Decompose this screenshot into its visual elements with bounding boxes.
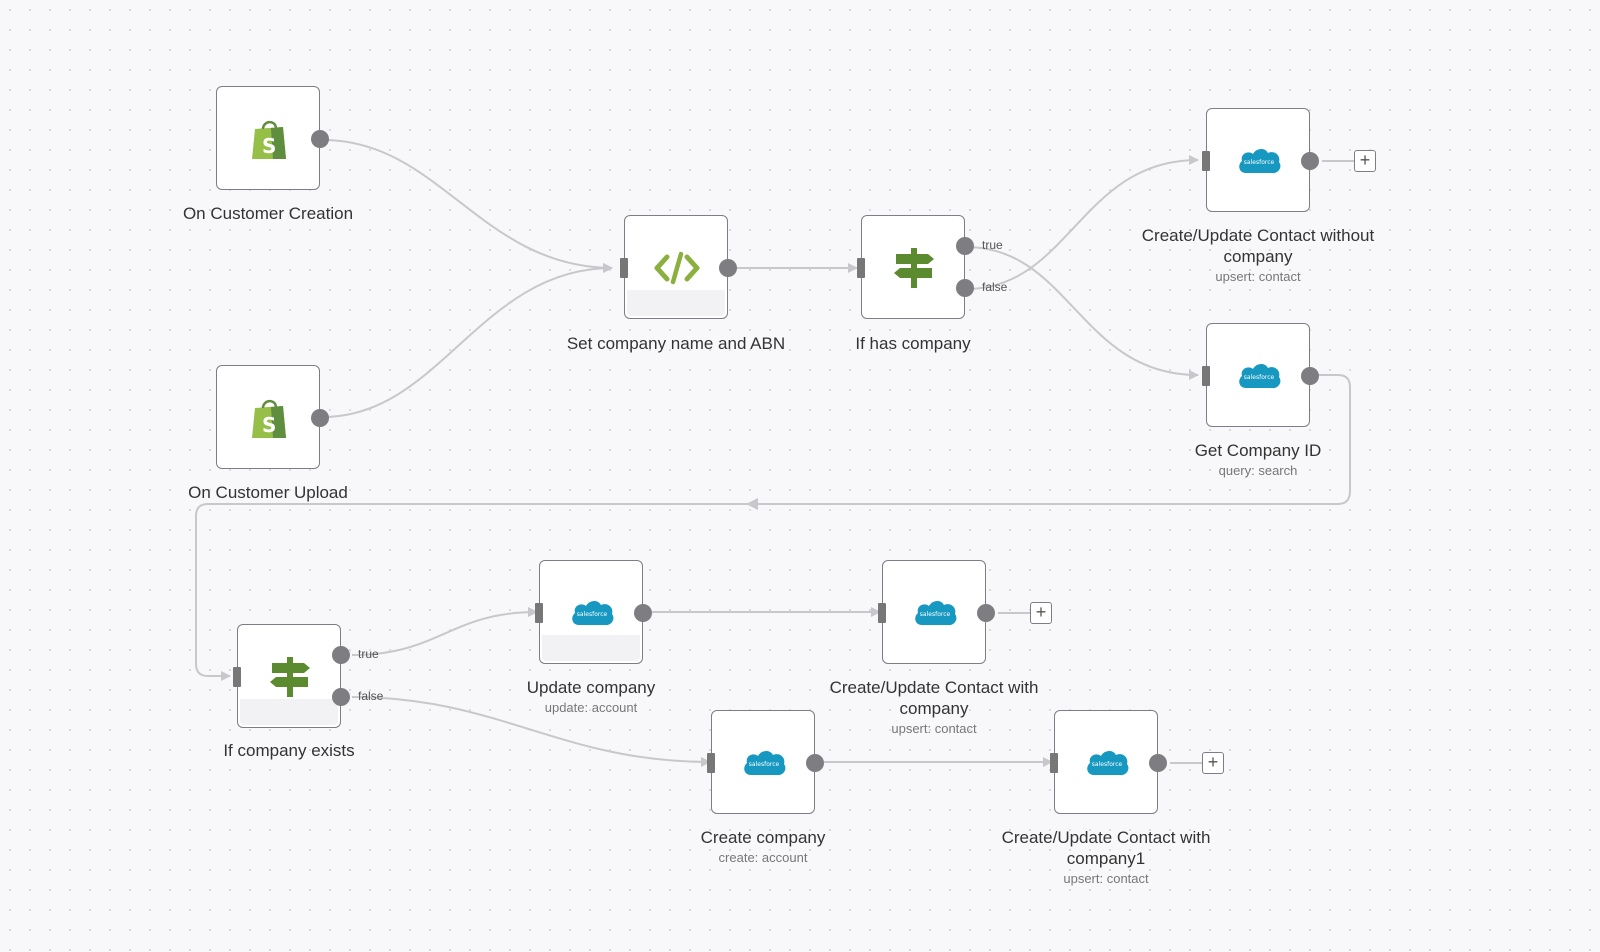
- input-handle[interactable]: [233, 667, 241, 687]
- input-handle[interactable]: [1202, 151, 1210, 171]
- node-on-customer-upload[interactable]: S: [216, 365, 329, 469]
- true-label: true: [358, 647, 379, 661]
- input-handle[interactable]: [1202, 366, 1210, 386]
- input-handle[interactable]: [1050, 753, 1058, 773]
- salesforce-icon: salesforce: [566, 587, 618, 639]
- node-on-customer-creation[interactable]: S: [216, 86, 329, 190]
- edge-if-true-to-get: [965, 246, 1199, 380]
- output-handle[interactable]: [1149, 754, 1167, 772]
- salesforce-icon: salesforce: [1233, 350, 1285, 402]
- input-handle[interactable]: [535, 603, 543, 623]
- svg-text:salesforce: salesforce: [1092, 761, 1123, 768]
- edge-upload-to-set: [322, 263, 613, 418]
- add-node-button[interactable]: +: [1030, 602, 1052, 624]
- node-contact-with-company1[interactable]: salesforce: [1050, 710, 1167, 814]
- svg-text:S: S: [262, 134, 276, 158]
- svg-text:salesforce: salesforce: [1244, 374, 1275, 381]
- false-label: false: [358, 689, 384, 703]
- edge-get-to-if-exists: [195, 374, 1351, 681]
- output-handle[interactable]: [806, 754, 824, 772]
- edge-if-false-to-contact: [965, 155, 1199, 290]
- node-if-has-company[interactable]: true false: [857, 215, 1007, 319]
- svg-text:salesforce: salesforce: [920, 611, 951, 618]
- node-get-company-id[interactable]: salesforce: [1202, 323, 1319, 427]
- edge-exists-false-to-create: [351, 696, 711, 767]
- node-contact-with-company[interactable]: salesforce: [878, 560, 995, 664]
- svg-text:salesforce: salesforce: [1244, 159, 1275, 166]
- signpost-icon: [264, 651, 316, 703]
- input-handle[interactable]: [878, 603, 886, 623]
- true-output-handle[interactable]: [332, 646, 350, 664]
- node-label: On Customer Upload: [188, 483, 348, 502]
- output-handle[interactable]: [719, 259, 737, 277]
- node-update-company[interactable]: salesforce: [535, 560, 652, 664]
- node-label: Set company name and ABN: [566, 334, 786, 353]
- input-handle[interactable]: [857, 258, 865, 278]
- true-output-handle[interactable]: [956, 237, 974, 255]
- node-label: If company exists: [223, 741, 355, 760]
- loop-arrow-icon: [746, 498, 758, 510]
- false-output-handle[interactable]: [332, 688, 350, 706]
- add-node-button[interactable]: +: [1202, 752, 1224, 774]
- node-label: If has company: [855, 334, 971, 353]
- output-handle[interactable]: [311, 409, 329, 427]
- salesforce-icon: salesforce: [909, 587, 961, 639]
- node-if-company-exists[interactable]: true false: [233, 624, 383, 728]
- add-node-button[interactable]: +: [1354, 150, 1376, 172]
- input-handle[interactable]: [707, 753, 715, 773]
- svg-text:S: S: [262, 413, 276, 437]
- edge-creation-to-set: [322, 139, 613, 273]
- input-handle[interactable]: [620, 258, 628, 278]
- shopify-icon: S: [243, 392, 295, 444]
- output-handle[interactable]: [311, 130, 329, 148]
- svg-text:salesforce: salesforce: [577, 611, 608, 618]
- salesforce-icon: salesforce: [1081, 737, 1133, 789]
- false-output-handle[interactable]: [956, 279, 974, 297]
- output-handle[interactable]: [1301, 367, 1319, 385]
- output-handle[interactable]: [1301, 152, 1319, 170]
- salesforce-icon: salesforce: [1233, 135, 1285, 187]
- shopify-icon: S: [243, 113, 295, 165]
- code-icon: [651, 242, 703, 294]
- salesforce-icon: salesforce: [738, 737, 790, 789]
- node-create-company[interactable]: salesforce: [707, 710, 824, 814]
- true-label: true: [982, 238, 1003, 252]
- signpost-icon: [888, 242, 940, 294]
- false-label: false: [982, 280, 1008, 294]
- node-set-company[interactable]: [620, 215, 737, 319]
- node-label: On Customer Creation: [182, 204, 354, 223]
- output-handle[interactable]: [634, 604, 652, 622]
- output-handle[interactable]: [977, 604, 995, 622]
- svg-text:salesforce: salesforce: [749, 761, 780, 768]
- edge-exists-true-to-update: [351, 607, 538, 656]
- node-contact-without-company[interactable]: salesforce: [1202, 108, 1319, 212]
